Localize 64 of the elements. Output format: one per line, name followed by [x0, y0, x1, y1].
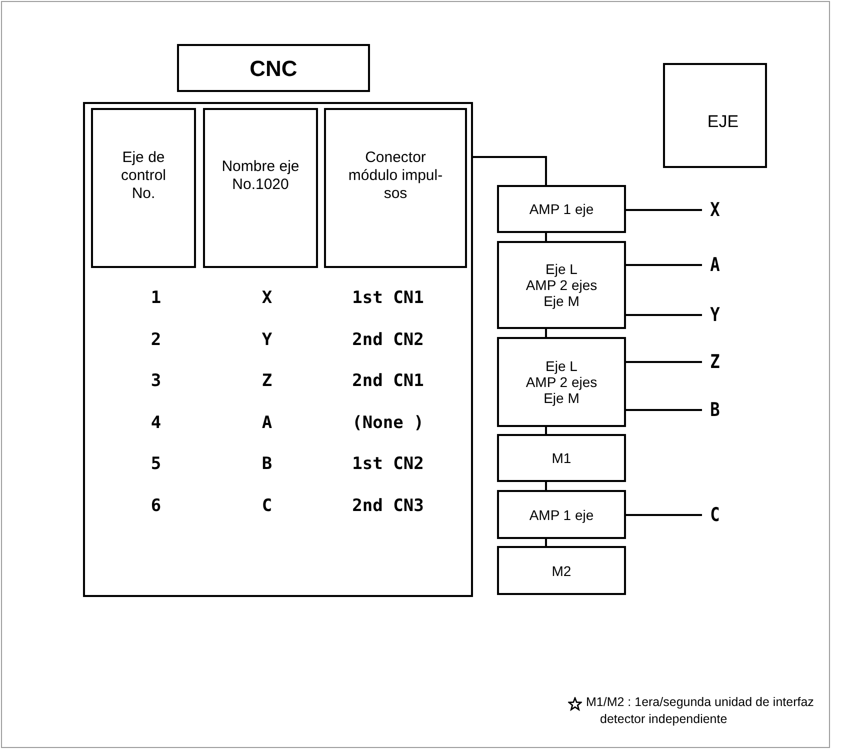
table-cell-text: (None ): [351, 412, 425, 435]
module-box: [497, 434, 626, 482]
axis-letter: Y: [704, 301, 726, 329]
connector-line: [626, 264, 702, 266]
connector-line: [626, 409, 702, 411]
box-label: CNC: [250, 54, 298, 82]
module-box: [497, 337, 626, 427]
column-header-box: [324, 108, 467, 268]
table-cell-text: 1st CN1: [351, 287, 425, 310]
table-frame: [83, 102, 473, 597]
module-box: [497, 241, 626, 329]
box-label: AMP 2 ejes: [526, 277, 598, 293]
connector-line: [545, 427, 547, 434]
axis-letter: X: [704, 196, 726, 224]
connector-line: [626, 209, 702, 211]
box-label: M2: [552, 562, 572, 578]
connector-line: [473, 156, 547, 185]
connector-line: [626, 314, 702, 316]
table-cell-text: 3: [150, 370, 162, 394]
column-header-box: [203, 108, 318, 268]
table-cell-text: 6: [150, 495, 162, 518]
header-box: [663, 63, 767, 168]
table-cell-text: 1st CN2: [351, 453, 425, 476]
table-cell-text: 4: [150, 412, 162, 435]
box-label: M1: [552, 450, 572, 466]
title-box: [177, 44, 370, 92]
table-cell-text: B: [260, 453, 274, 476]
table-cell-text: 5: [150, 453, 162, 476]
connector-line: [626, 361, 702, 363]
column-header-box: [91, 108, 196, 268]
box-label: Eje L: [546, 358, 578, 374]
table-cell-text: Y: [260, 328, 274, 352]
table-cell-text: X: [260, 287, 274, 310]
box-label: Eje L: [546, 261, 578, 277]
axis-letter: Z: [704, 348, 726, 376]
footnote: M1/M2 : 1era/segunda unidad de interfaz detector independiente: [586, 694, 815, 728]
box-label: Eje M: [544, 293, 580, 309]
connector-line: [545, 482, 547, 490]
table-cell-text: Z: [260, 370, 274, 394]
box-label: Nombre eje No.1020: [220, 158, 300, 194]
box-label: Eje de control No.: [120, 149, 168, 203]
table-cell-text: 2: [150, 328, 162, 352]
table-cell-text: A: [260, 412, 274, 435]
table-cell-text: 2nd CN2: [351, 328, 425, 352]
table-cell-text: C: [260, 495, 274, 518]
connector-line: [545, 329, 547, 337]
box-label: EJE: [706, 110, 739, 133]
table-cell-text: 1: [150, 287, 162, 310]
box-label: AMP 1 eje: [529, 201, 594, 217]
table-cell-text: 2nd CN1: [351, 370, 425, 394]
module-box: [497, 490, 626, 539]
connector-line: [545, 233, 547, 241]
axis-letter: A: [704, 251, 726, 279]
table-cell-text: 2nd CN3: [351, 495, 425, 518]
connector-line: [626, 514, 702, 516]
module-box: [497, 546, 626, 595]
box-label: Eje M: [544, 390, 580, 406]
axis-letter: B: [704, 396, 726, 424]
axis-letter: C: [704, 501, 726, 529]
connector-line: [545, 539, 547, 546]
module-box: [497, 185, 626, 233]
box-label: AMP 1 eje: [529, 506, 594, 522]
box-label: AMP 2 ejes: [526, 374, 598, 390]
box-label: Conector módulo impul- sos: [347, 149, 444, 203]
